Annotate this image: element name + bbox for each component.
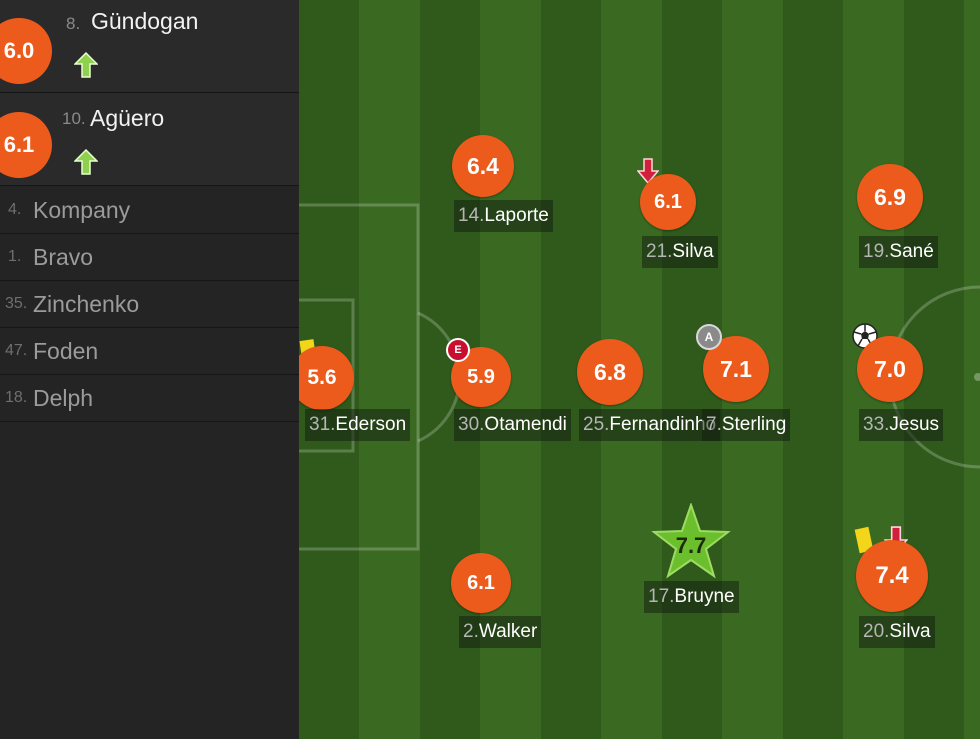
rating-badge: 6.1 bbox=[451, 553, 511, 613]
player-number: 10. bbox=[62, 109, 86, 128]
player-number: 17. bbox=[648, 586, 675, 607]
man-of-match-star-icon bbox=[651, 503, 731, 579]
bench-row-zinchenko[interactable]: 35. Zinchenko bbox=[0, 281, 299, 328]
bench-row-kompany[interactable]: 4. Kompany bbox=[0, 187, 299, 234]
player-label: 19.Sané bbox=[859, 236, 938, 268]
player-number: 33. bbox=[863, 414, 890, 435]
sub-in-arrow-icon bbox=[74, 149, 98, 175]
rating-badge: 6.4 bbox=[452, 135, 514, 197]
player-number: 20. bbox=[863, 621, 890, 642]
player-name: Gündogan bbox=[91, 8, 199, 34]
pitch: 5.6 31.Ederson 6.4 14.Laporte 5.9 E 30.O… bbox=[299, 0, 980, 739]
player-name: Laporte bbox=[484, 205, 549, 226]
player-label: 20.Silva bbox=[859, 616, 935, 648]
player-label: 17.Bruyne bbox=[644, 581, 739, 613]
player-label: 21.Silva bbox=[642, 236, 718, 268]
substitute-row-gundogan[interactable]: 6.0 8. Gündogan bbox=[0, 0, 299, 93]
player-number: 31. bbox=[309, 414, 336, 435]
rating-badge: 5.6 bbox=[299, 346, 354, 410]
player-name: Delph bbox=[33, 385, 94, 411]
player-name: Fernandinho bbox=[609, 414, 717, 435]
player-number: 8. bbox=[66, 14, 81, 33]
player-number: 1. bbox=[8, 248, 22, 265]
player-name: Sané bbox=[889, 241, 934, 262]
rating-badge: 6.0 bbox=[0, 18, 52, 84]
sub-in-arrow-icon bbox=[74, 52, 98, 78]
player-name: Agüero bbox=[90, 105, 165, 131]
player-name: Ederson bbox=[335, 414, 407, 435]
error-icon: E bbox=[446, 338, 470, 362]
rating-badge: 6.9 bbox=[857, 164, 923, 230]
rating-badge: 7.4 bbox=[856, 540, 928, 612]
player-number: 25. bbox=[583, 414, 610, 435]
player-number: 21. bbox=[646, 241, 673, 262]
player-label: 14.Laporte bbox=[454, 200, 553, 232]
player-number: 2. bbox=[463, 621, 479, 642]
bench-row-foden[interactable]: 47. Foden bbox=[0, 328, 299, 375]
player-number: 14. bbox=[458, 205, 485, 226]
player-label: 33.Jesus bbox=[859, 409, 944, 441]
player-name: Bruyne bbox=[674, 586, 735, 607]
rating-badge: 6.1 bbox=[640, 174, 696, 230]
player-label: 31.Ederson bbox=[305, 409, 411, 441]
assist-icon: A bbox=[696, 324, 722, 350]
player-name: Jesus bbox=[889, 414, 940, 435]
player-name: Walker bbox=[478, 621, 538, 642]
yellow-card-icon bbox=[854, 526, 874, 554]
player-name: Zinchenko bbox=[33, 291, 140, 317]
substitutes-panel: 6.0 8. Gündogan 6.1 10. Agüero 4. Kompan… bbox=[0, 0, 299, 739]
rating-badge: 6.1 bbox=[0, 112, 52, 178]
player-number: 19. bbox=[863, 241, 890, 262]
rating-badge: 6.8 bbox=[577, 339, 643, 405]
player-label: 7.Sterling bbox=[702, 409, 791, 441]
player-label: 2.Walker bbox=[459, 616, 542, 648]
player-name: Kompany bbox=[33, 197, 131, 223]
bench-row-delph[interactable]: 18. Delph bbox=[0, 375, 299, 422]
player-name: Sterling bbox=[721, 414, 787, 435]
player-number: 30. bbox=[458, 414, 485, 435]
rating-badge: 7.0 bbox=[857, 336, 923, 402]
player-number: 35. bbox=[5, 295, 28, 312]
player-number: 47. bbox=[5, 342, 28, 359]
player-label: 30.Otamendi bbox=[454, 409, 571, 441]
player-number: 18. bbox=[5, 389, 28, 406]
player-name: Otamendi bbox=[484, 414, 567, 435]
player-name: Silva bbox=[889, 621, 931, 642]
player-name: Silva bbox=[672, 241, 714, 262]
bench-row-bravo[interactable]: 1. Bravo bbox=[0, 234, 299, 281]
player-label: 25.Fernandinho bbox=[579, 409, 721, 441]
substitute-row-aguero[interactable]: 6.1 10. Agüero bbox=[0, 93, 299, 186]
player-name: Bravo bbox=[33, 244, 94, 270]
player-number: 4. bbox=[8, 201, 22, 218]
rating-value: 7.7 bbox=[675, 533, 707, 558]
player-name: Foden bbox=[33, 338, 99, 364]
player-number: 7. bbox=[706, 414, 722, 435]
